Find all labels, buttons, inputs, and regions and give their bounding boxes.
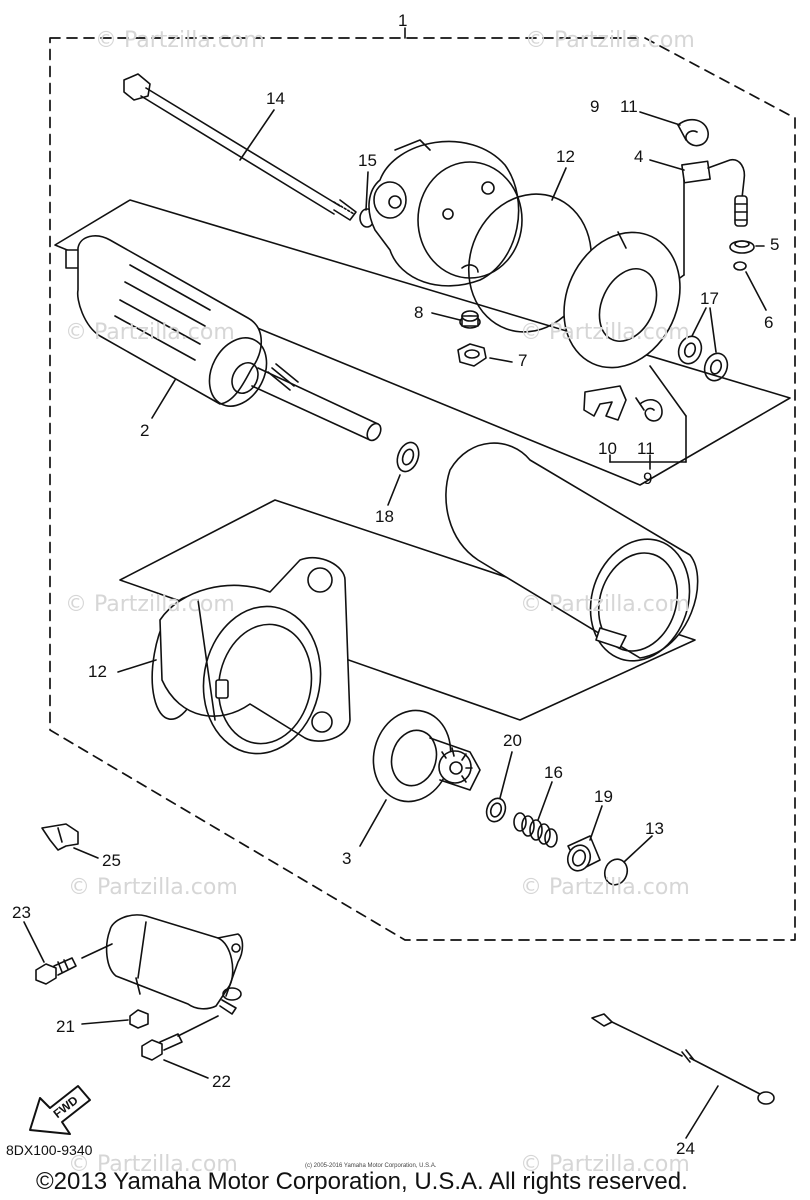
brush-lead-part-4 [681, 158, 748, 227]
callout-3: 3 [342, 849, 352, 868]
callout-leader-15 [365, 171, 369, 211]
callout-23: 23 [12, 903, 31, 922]
callout-8: 8 [414, 303, 424, 322]
callout-22: 22 [212, 1072, 231, 1091]
spring-part-16 [513, 812, 558, 848]
callout-leader-25 [73, 847, 99, 859]
washer-part-18 [396, 441, 420, 473]
callout-11-bracket: 11 [620, 97, 638, 116]
callout-leader-17b [709, 307, 717, 353]
callout-2: 2 [140, 421, 150, 440]
front-cover [159, 556, 351, 755]
callout-25: 25 [102, 851, 121, 870]
yoke-housing [445, 442, 699, 662]
callout-leader-17a [691, 307, 707, 337]
callout-15: 15 [358, 151, 377, 170]
callout-leader-20 [499, 751, 513, 799]
callout-19: 19 [594, 787, 613, 806]
brush-spring-part-11-top [677, 118, 709, 147]
callout-4: 4 [634, 147, 644, 166]
callout-leader-12-top [551, 167, 567, 201]
bolt-part-22 [141, 1015, 219, 1061]
callout-leader-19 [589, 805, 603, 841]
callout-16: 16 [544, 763, 563, 782]
callout-21: 21 [56, 1017, 75, 1036]
brush-spring-part-11 [635, 397, 663, 422]
callout-leader-23 [23, 921, 45, 963]
washers-part-17 [677, 335, 729, 382]
nut-part-21 [129, 1009, 149, 1029]
callout-leader-24 [685, 1085, 719, 1139]
callout-leader-7 [489, 357, 513, 363]
small-copyright-note: (c) 2005-2016 Yamaha Motor Corporation, … [305, 1163, 437, 1169]
callout-13: 13 [645, 819, 664, 838]
circlip-part-13 [603, 858, 629, 886]
through-bolt-part-14 [123, 73, 357, 221]
callout-leader-9-11 [639, 111, 681, 126]
brush-holder-part-10 [583, 385, 627, 421]
fwd-arrow [29, 1085, 91, 1135]
callout-1: 1 [398, 11, 408, 30]
callout-leader-16 [537, 781, 553, 821]
callout-leader-8 [431, 312, 461, 321]
stopper-collar-part-19 [566, 835, 601, 872]
callout-17: 17 [700, 289, 719, 308]
callout-leader-13 [623, 835, 653, 863]
starter-motor-assembly-view [81, 914, 244, 1015]
callout-leader-3 [359, 799, 387, 847]
lead-wire-part-24 [591, 1013, 775, 1105]
footer-copyright: ©2013 Yamaha Motor Corporation, U.S.A. A… [36, 1168, 688, 1195]
bolt-part-23 [35, 957, 77, 985]
callout-7: 7 [518, 351, 528, 370]
housing-plane [119, 499, 696, 721]
callout-18: 18 [375, 507, 394, 526]
callout-12-mid: 12 [88, 662, 107, 681]
diagram-code: 8DX100-9340 [6, 1142, 93, 1158]
callout-leader-12-mid [117, 659, 157, 673]
armature-plane [54, 199, 791, 486]
callout-11: 11 [637, 439, 655, 458]
callout-14: 14 [266, 89, 285, 108]
washer-part-8 [459, 310, 481, 329]
assembly-boundary [49, 37, 796, 941]
callout-9-bracket: 9 [590, 97, 600, 116]
callout-leader-22 [163, 1059, 209, 1079]
callout-bracket-9 [609, 365, 687, 470]
callout-leader-4 [649, 159, 685, 171]
nut-part-7 [457, 343, 487, 367]
callout-leader-18 [387, 474, 401, 506]
callout-leader-14 [239, 109, 275, 161]
pinion-clutch-part-3 [372, 709, 481, 803]
clamp-part-25 [41, 823, 79, 851]
callout-20: 20 [503, 731, 522, 750]
grommet-part-5 [729, 240, 755, 254]
callout-10: 10 [598, 439, 617, 458]
callout-leader-2 [151, 379, 176, 419]
callout-5: 5 [770, 235, 780, 254]
armature-part-2 [65, 235, 382, 442]
o-ring-part-6 [733, 261, 747, 271]
rear-cover [368, 139, 523, 287]
callout-12-top: 12 [556, 147, 575, 166]
callout-24: 24 [676, 1139, 695, 1158]
callout-leader-21 [81, 1019, 129, 1025]
brush-plate [563, 231, 681, 369]
callout-6: 6 [764, 313, 774, 332]
callout-leader-6 [745, 271, 767, 311]
circlip-part-20 [485, 797, 507, 823]
callout-9: 9 [643, 469, 653, 488]
